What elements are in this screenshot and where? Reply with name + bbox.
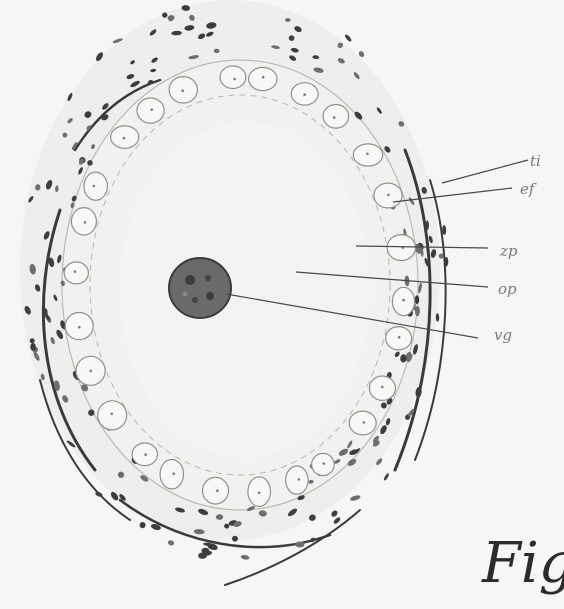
figure-caption: Fig — [481, 531, 564, 596]
granulosa-nucleolus — [172, 472, 175, 475]
granulosa-cell — [203, 477, 229, 504]
granulosa-cell — [387, 235, 415, 261]
granulosa-cell — [353, 144, 382, 166]
granulosa-cell — [312, 453, 335, 475]
granulosa-nucleolus — [74, 270, 77, 273]
granulosa-nucleolus — [123, 137, 126, 140]
granulosa-nucleolus — [381, 386, 384, 389]
granulosa-nucleolus — [333, 116, 336, 119]
label-ef: ef — [520, 180, 537, 198]
ovoplasm — [120, 122, 370, 458]
granulosa-cell — [323, 105, 349, 129]
granulosa-nucleolus — [216, 489, 219, 492]
granulosa-nucleolus — [298, 478, 301, 481]
granulosa-cell — [137, 98, 164, 123]
granulosa-nucleolus — [78, 326, 81, 329]
granulosa-cell — [286, 466, 308, 494]
granulosa-nucleolus — [398, 336, 401, 339]
granulosa-nucleolus — [303, 93, 306, 96]
granulosa-nucleolus — [366, 153, 369, 156]
granulosa-cell — [160, 460, 183, 489]
granulosa-cell — [220, 66, 246, 89]
granulosa-nucleolus — [84, 221, 87, 224]
label-zp: zp — [499, 242, 518, 260]
granulosa-nucleolus — [262, 76, 265, 79]
label-op: op — [498, 280, 517, 298]
granulosa-nucleolus — [150, 108, 153, 111]
label-ti: ti — [530, 152, 541, 170]
granulosa-cell — [392, 287, 414, 315]
granulosa-nucleolus — [402, 299, 405, 302]
granulosa-nucleolus — [181, 89, 184, 92]
germinal-vesicle — [169, 258, 231, 318]
granulosa-nucleolus — [387, 194, 390, 197]
granulosa-cell — [84, 172, 107, 200]
granulosa-nucleolus — [93, 185, 96, 188]
granulosa-nucleolus — [233, 78, 236, 81]
granulosa-nucleolus — [323, 462, 326, 465]
granulosa-nucleolus — [144, 453, 147, 456]
granulosa-cell — [249, 67, 277, 90]
granulosa-nucleolus — [111, 413, 114, 416]
granulosa-nucleolus — [258, 492, 261, 495]
granulosa-nucleolus — [90, 370, 93, 373]
granulosa-cell — [64, 262, 88, 284]
label-vg: vg — [494, 326, 512, 344]
granulosa-nucleolus — [363, 421, 366, 424]
granulosa-cell — [71, 208, 96, 235]
granulosa-cell — [98, 401, 127, 430]
